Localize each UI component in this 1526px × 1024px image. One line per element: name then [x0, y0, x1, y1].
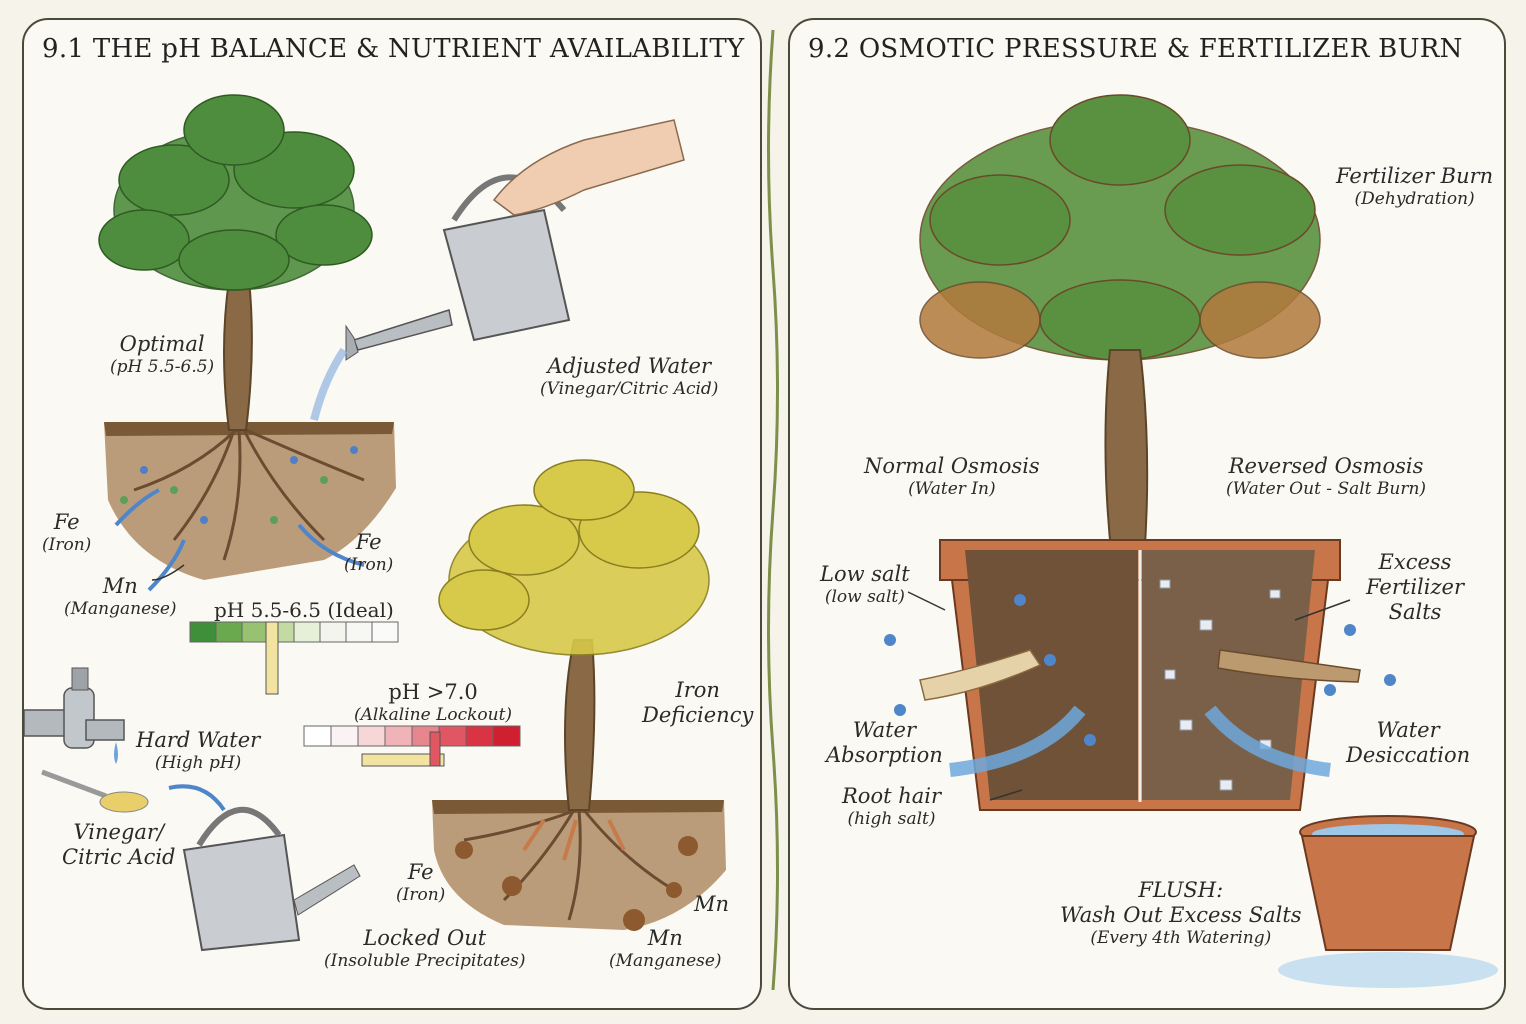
canopy-healthy: [98, 94, 373, 291]
label-fertilizer-burn: Fertilizer Burn(Dehydration): [1336, 164, 1494, 210]
label-fe-right: Fe(Iron): [344, 530, 394, 576]
spoon: [41, 769, 149, 813]
ph-scale-cell: [384, 725, 413, 747]
ph-scale-cell: [371, 621, 399, 643]
panel-ph-balance: 9.1 THE pH BALANCE & NUTRIENT AVAILABILI…: [22, 18, 762, 1010]
ph-scale-cell: [465, 725, 494, 747]
ph-ideal-scale: [189, 621, 399, 643]
label-optimal: Optimal(pH 5.5-6.5): [110, 332, 215, 378]
label-mn-bottom2: Mn(Manganese): [609, 926, 722, 972]
osmosis-arrows: [949, 705, 1331, 777]
label-ph-ideal: pH 5.5-6.5 (Ideal): [214, 598, 394, 622]
ph-scale-cell: [345, 621, 373, 643]
precipitates: [455, 836, 698, 931]
label-mn: Mn(Manganese): [64, 574, 177, 620]
label-flush: FLUSH:Wash Out Excess Salts(Every 4th Wa…: [1060, 878, 1302, 949]
ph-scale-cell: [357, 725, 386, 747]
vine-divider: [767, 30, 779, 990]
label-root-hair: Root hair(high salt): [842, 784, 942, 830]
panel-title: 9.1 THE pH BALANCE & NUTRIENT AVAILABILI…: [42, 34, 745, 64]
root-hair-left: [919, 649, 1042, 701]
trunk-braided-top: [223, 279, 253, 431]
label-normal-osmosis: Normal Osmosis(Water In): [864, 454, 1040, 500]
hand: [492, 119, 685, 216]
canopy-burned: [919, 94, 1321, 361]
osmosis-illustration: [884, 94, 1498, 988]
ph-scale-cell: [189, 621, 217, 643]
panel-osmotic-pressure: 9.2 OSMOTIC PRESSURE & FERTILIZER BURN: [788, 18, 1506, 1010]
faucet: [24, 667, 125, 764]
label-fe-left: Fe(Iron): [42, 510, 92, 556]
ph-scale-cell: [492, 725, 521, 747]
label-vinegar: Vinegar/Citric Acid: [62, 820, 176, 870]
label-ph-alkaline: pH >7.0(Alkaline Lockout): [354, 680, 513, 726]
ph-scale-cell: [303, 725, 332, 747]
roots-bottom: [463, 808, 675, 921]
ph-illustration: [24, 94, 726, 952]
ph-scale-cell: [438, 725, 467, 747]
ph-scale-cell: [330, 725, 359, 747]
label-low-salt: Low salt(low salt): [820, 562, 910, 608]
canopy-chlorotic: [438, 459, 710, 656]
ph-scale-cell: [319, 621, 347, 643]
label-mn-bottom: Mn: [694, 892, 730, 916]
label-adjusted-water: Adjusted Water(Vinegar/Citric Acid): [540, 354, 719, 400]
label-reversed-osmosis: Reversed Osmosis(Water Out - Salt Burn): [1226, 454, 1427, 500]
root-hair-right: [1217, 649, 1361, 683]
label-fe-bottom: Fe(Iron): [396, 860, 446, 906]
water-molecules: [884, 594, 1396, 746]
ph-scale-cell: [215, 621, 243, 643]
trunk-braided-bottom: [564, 639, 596, 811]
watering-can-bottom: [182, 807, 361, 952]
trunk-braided: [1104, 349, 1149, 561]
roots-top: [133, 428, 365, 561]
flush-pot: [1278, 815, 1498, 988]
ph-scale-cell: [241, 621, 269, 643]
watering-can-top: [310, 174, 571, 421]
panel-title: 9.2 OSMOTIC PRESSURE & FERTILIZER BURN: [808, 34, 1463, 64]
nutrient-dots-top: [120, 446, 358, 524]
ideal-indicator: [265, 621, 279, 695]
label-hard-water: Hard Water(High pH): [136, 728, 261, 774]
label-locked-out: Locked Out(Insoluble Precipitates): [324, 926, 526, 972]
ph-scale-cell: [293, 621, 321, 643]
ph-alkaline-scale: [303, 725, 521, 747]
